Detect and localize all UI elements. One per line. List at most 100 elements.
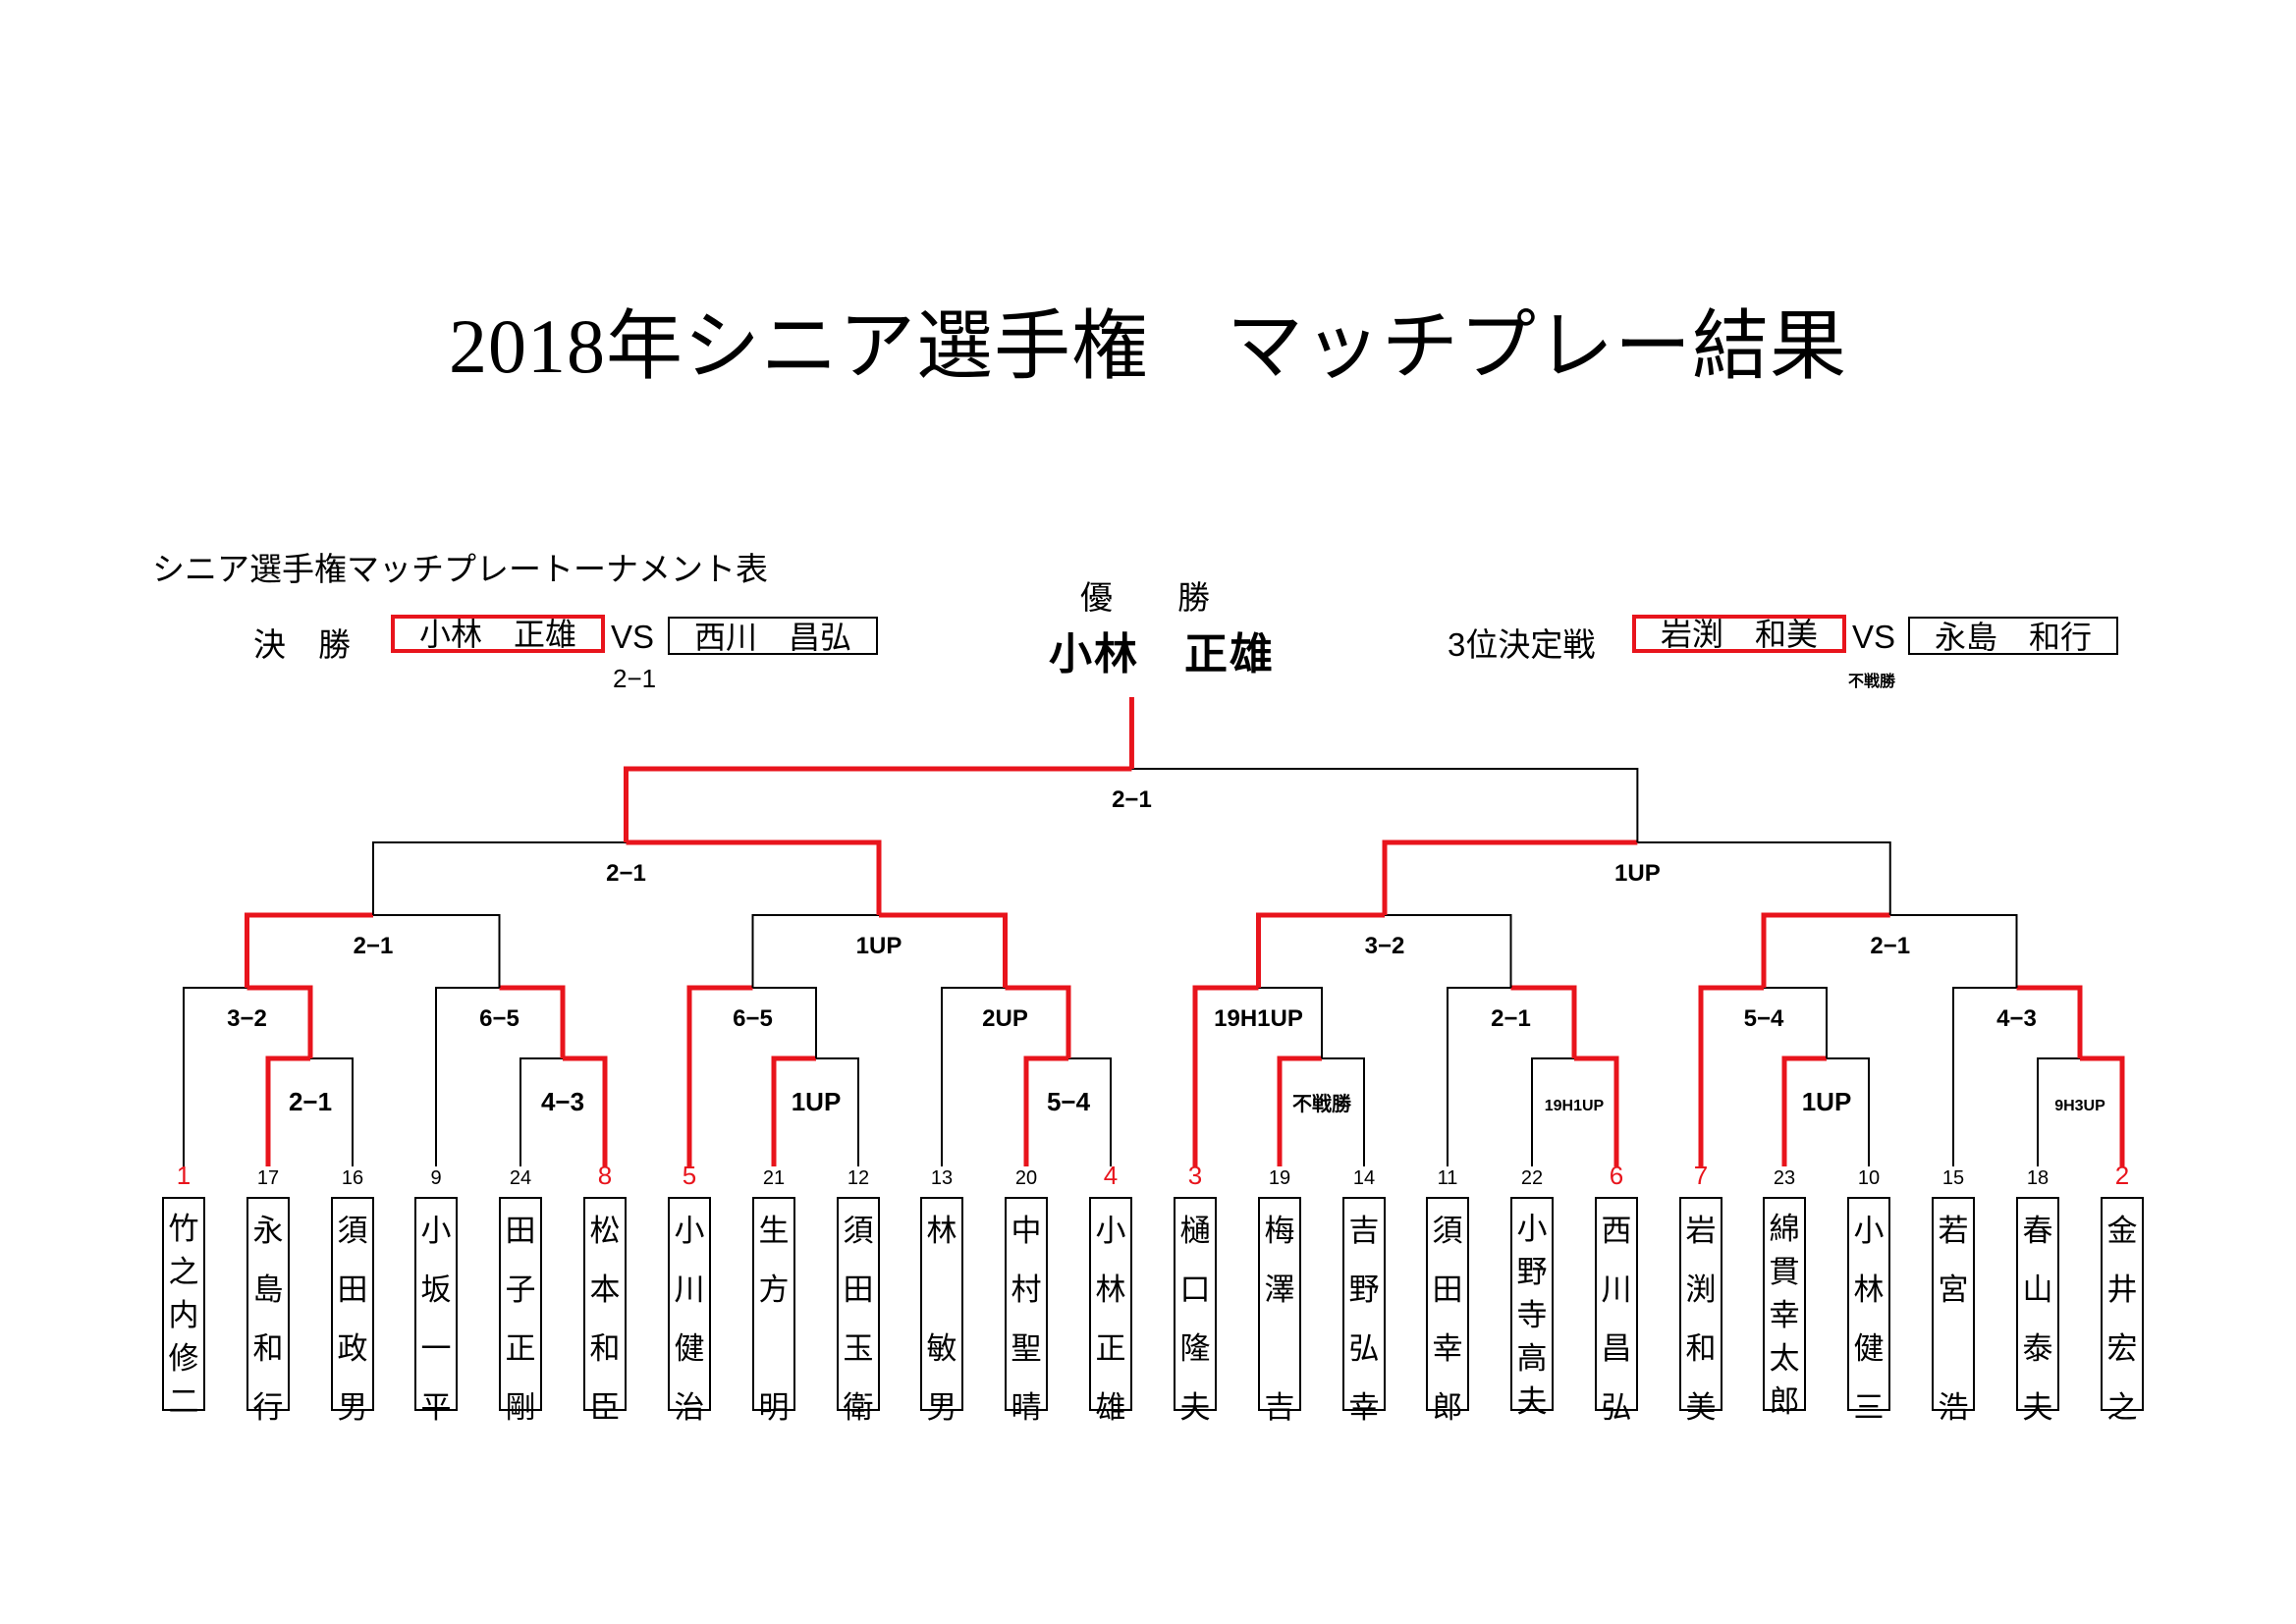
r3-match-3-winner-arm (1256, 912, 1385, 988)
player-seed-13: 3 (1188, 1161, 1202, 1190)
r3-match-4-winner-arm (1761, 912, 1890, 988)
player-name-22: 若宮 浩 (1939, 1214, 1969, 1426)
final-match-loser-arm (1131, 768, 1639, 842)
r1-match-7-loser-arm (1827, 1057, 1870, 1166)
semi-score-1: 2−1 (606, 860, 646, 887)
player-name-4: 小坂一平 (421, 1214, 452, 1426)
player-name-box-9 (837, 1197, 880, 1411)
player-name-3: 須田政男 (338, 1214, 368, 1426)
player-name-box-16 (1426, 1197, 1469, 1411)
player-name-box-7 (668, 1197, 711, 1411)
r1-match-6-loser-arm (1531, 1057, 1574, 1166)
r2-match-1-winner-arm (246, 985, 313, 1058)
final-bracket-score: 2−1 (1112, 786, 1152, 813)
semi-match-2-loser-arm (1637, 841, 1891, 915)
player-name-box-14 (1258, 1197, 1301, 1411)
player-name-box-19 (1679, 1197, 1722, 1411)
player-name-box-18 (1595, 1197, 1638, 1411)
player-name-box-20 (1763, 1197, 1806, 1411)
player-name-box-23 (2016, 1197, 2059, 1411)
r1-score-5: 不戦勝 (1292, 1092, 1352, 1115)
player-seed-19: 7 (1694, 1161, 1708, 1190)
r2-match-2-winner-arm (499, 985, 566, 1058)
player-name-box-24 (2101, 1197, 2144, 1411)
r1-match-1-loser-arm (310, 1057, 354, 1166)
r3-score-1: 2−1 (354, 933, 394, 959)
semi-match-2-winner-arm (1382, 839, 1638, 915)
player-name-20: 綿貫幸太郎 (1770, 1212, 1800, 1420)
player-name-box-5 (499, 1197, 542, 1411)
player-name-14: 梅澤 吉 (1265, 1214, 1295, 1426)
r1-match-4-loser-arm (1068, 1057, 1112, 1166)
r2-match-4-winner-arm (1005, 985, 1071, 1058)
r3-match-1-winner-arm (245, 912, 373, 988)
player-name-1: 竹之内修二 (169, 1212, 199, 1420)
r2-match-3-loser-arm (752, 987, 817, 1058)
r2-match-1-loser-arm (183, 987, 247, 1166)
player-name-box-21 (1847, 1197, 1890, 1411)
player-name-17: 小野寺高夫 (1517, 1212, 1548, 1420)
player-seed-6: 8 (598, 1161, 612, 1190)
r2-match-2-loser-arm (435, 987, 500, 1166)
player-seed-7: 5 (683, 1161, 696, 1190)
r1-score-3: 1UP (792, 1087, 842, 1116)
r2-score-6: 2−1 (1491, 1005, 1531, 1032)
r1-score-2: 4−3 (541, 1087, 584, 1116)
final-match-winner-arm (624, 766, 1132, 842)
player-name-box-3 (331, 1197, 374, 1411)
player-name-5: 田子正剛 (506, 1214, 536, 1426)
r2-match-3-winner-arm (686, 985, 753, 1166)
player-name-8: 生方 明 (759, 1214, 790, 1426)
player-seed-10: 13 (931, 1167, 953, 1189)
semi-match-1-loser-arm (372, 841, 627, 915)
player-name-box-17 (1510, 1197, 1554, 1411)
r2-score-7: 5−4 (1744, 1005, 1784, 1032)
player-name-box-15 (1342, 1197, 1386, 1411)
player-name-box-6 (583, 1197, 627, 1411)
r1-match-2-loser-arm (519, 1057, 563, 1166)
r3-match-1-loser-arm (373, 914, 501, 988)
player-name-11: 中村聖晴 (1011, 1214, 1042, 1426)
r3-score-2: 1UP (856, 933, 902, 959)
player-seed-5: 24 (510, 1167, 531, 1189)
r2-score-8: 4−3 (1996, 1005, 2037, 1032)
player-name-box-12 (1089, 1197, 1132, 1411)
player-seed-15: 14 (1353, 1167, 1375, 1189)
r2-match-8-winner-arm (2016, 985, 2083, 1058)
player-name-13: 樋口隆夫 (1180, 1214, 1211, 1426)
r2-match-4-loser-arm (941, 987, 1006, 1166)
player-seed-22: 15 (1942, 1167, 1964, 1189)
player-seed-4: 9 (430, 1167, 441, 1189)
r3-match-2-loser-arm (751, 914, 879, 988)
player-seed-1: 1 (177, 1161, 191, 1190)
r2-score-1: 3−2 (227, 1005, 267, 1032)
r1-match-6-winner-arm (1574, 1056, 1619, 1166)
player-seed-24: 2 (2115, 1161, 2129, 1190)
player-seed-21: 10 (1858, 1167, 1880, 1189)
r2-match-7-loser-arm (1764, 987, 1828, 1058)
r2-match-5-loser-arm (1258, 987, 1323, 1058)
player-seed-8: 21 (763, 1167, 785, 1189)
r1-match-2-winner-arm (563, 1056, 608, 1166)
r3-score-4: 2−1 (1870, 933, 1910, 959)
r1-match-1-winner-arm (265, 1056, 310, 1166)
third-place-score: 不戦勝 (1848, 674, 1896, 690)
player-seed-18: 6 (1610, 1161, 1623, 1190)
semi-match-1-winner-arm (626, 839, 882, 915)
player-name-box-10 (920, 1197, 963, 1411)
r1-match-5-loser-arm (1322, 1057, 1365, 1166)
r1-match-8-winner-arm (2080, 1056, 2125, 1166)
player-name-10: 林 敏男 (927, 1214, 957, 1426)
r1-match-7-winner-arm (1781, 1056, 1827, 1166)
final-score: 2−1 (613, 664, 657, 693)
player-seed-9: 12 (847, 1167, 869, 1189)
final-vs: VS (611, 619, 655, 655)
r2-score-5: 19H1UP (1214, 1005, 1303, 1032)
player-name-box-8 (752, 1197, 795, 1411)
third-place-loser-box: 永島 和行 (1908, 617, 2118, 655)
player-name-19: 岩渕和美 (1686, 1214, 1717, 1426)
tournament-subtitle: シニア選手権マッチプレートーナメント表 (152, 551, 768, 587)
r2-match-6-winner-arm (1510, 985, 1577, 1058)
r3-score-3: 3−2 (1365, 933, 1405, 959)
